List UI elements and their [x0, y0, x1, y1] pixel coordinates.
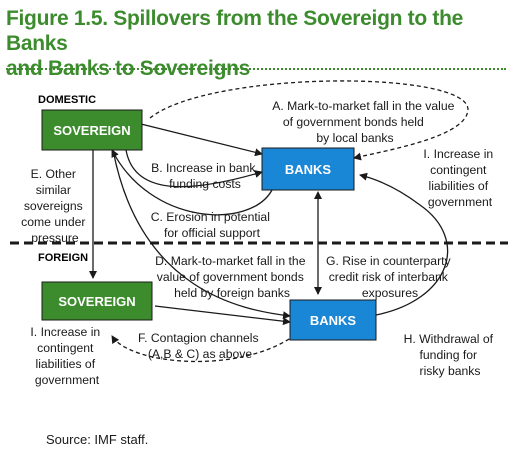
label-i-foreign: I. Increase in contingent liabilities of…: [30, 325, 103, 387]
label-c: C. Erosion in potential for official sup…: [151, 210, 274, 240]
domestic-label: DOMESTIC: [38, 94, 96, 106]
title-divider: [6, 68, 506, 70]
arrow-d: [112, 149, 291, 320]
label-h: H. Withdrawal of funding for risky banks: [404, 332, 497, 378]
arrow-c: [111, 149, 273, 216]
label-g: G. Rise in counterparty credit risk of i…: [326, 254, 454, 300]
arrow-sovereign-banks: [140, 123, 263, 157]
node-domestic-sovereign: SOVEREIGN: [41, 109, 143, 151]
arrow-i-domestic: [359, 172, 449, 316]
node-domestic-banks-label: BANKS: [285, 162, 332, 177]
label-i-domestic: I. Increase in contingent liabilities of…: [423, 147, 496, 209]
label-b: B. Increase in bank funding costs: [151, 161, 259, 191]
arrow-b: [125, 149, 263, 188]
node-foreign-banks: BANKS: [289, 299, 377, 341]
arrow-a: [149, 80, 469, 161]
label-e: E. Other similar sovereigns come under p…: [21, 167, 89, 245]
label-f: F. Contagion channels (A,B & C) as above: [138, 331, 262, 361]
node-foreign-sovereign-label: SOVEREIGN: [58, 294, 135, 309]
node-domestic-banks: BANKS: [261, 147, 355, 191]
node-foreign-banks-label: BANKS: [310, 313, 357, 328]
arrow-foreign-sovereign-banks: [154, 305, 291, 326]
label-d: D. Mark-to-market fall in the value of g…: [155, 254, 309, 300]
foreign-label: FOREIGN: [38, 252, 88, 264]
node-domestic-sovereign-label: SOVEREIGN: [53, 123, 130, 138]
node-foreign-sovereign: SOVEREIGN: [41, 281, 153, 321]
label-a: A. Mark-to-market fall in the value of g…: [272, 99, 458, 145]
source-note: Source: IMF staff.: [46, 432, 149, 447]
figure-title-line-1: Figure 1.5. Spillovers from the Sovereig…: [6, 7, 464, 55]
